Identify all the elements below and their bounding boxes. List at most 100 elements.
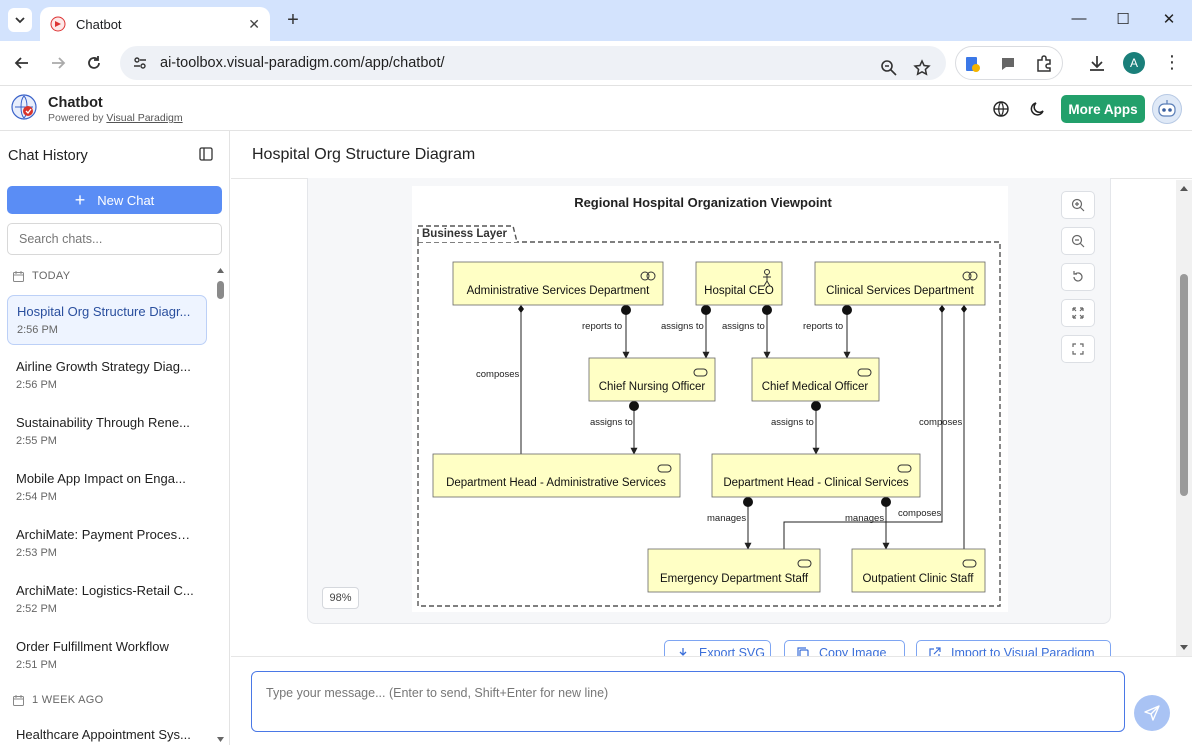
group-tab bbox=[417, 225, 518, 243]
node-ceo[interactable]: Hospital CEO bbox=[695, 261, 783, 306]
chat-time: 2:52 PM bbox=[16, 603, 57, 615]
visual-paradigm-link[interactable]: Visual Paradigm bbox=[106, 112, 183, 124]
app-logo-icon bbox=[11, 94, 37, 120]
new-tab-button[interactable]: + bbox=[287, 9, 299, 31]
language-globe-icon[interactable] bbox=[992, 100, 1010, 118]
edge-endpoints bbox=[518, 305, 967, 507]
address-bar[interactable]: ai-toolbox.visual-paradigm.com/app/chatb… bbox=[120, 46, 946, 80]
main-scrollbar[interactable] bbox=[1176, 180, 1192, 656]
send-button[interactable] bbox=[1134, 695, 1170, 731]
send-icon bbox=[1144, 705, 1160, 721]
site-settings-icon[interactable] bbox=[132, 55, 148, 71]
sidebar-toggle-icon[interactable] bbox=[199, 147, 213, 161]
fullscreen-button[interactable] bbox=[1061, 335, 1095, 363]
back-icon[interactable] bbox=[11, 52, 33, 74]
diagram-edges bbox=[520, 310, 965, 550]
node-label: Chief Medical Officer bbox=[762, 381, 869, 393]
sidebar-scrollbar[interactable] bbox=[216, 267, 225, 743]
collaboration-icon bbox=[640, 271, 656, 281]
powered-by: Powered by Visual Paradigm bbox=[48, 112, 183, 124]
bot-avatar[interactable] bbox=[1152, 94, 1182, 124]
chevron-down-icon bbox=[15, 17, 25, 24]
more-apps-button[interactable]: More Apps bbox=[1061, 95, 1145, 123]
extension-chat-icon[interactable] bbox=[1000, 56, 1016, 72]
node-er[interactable]: Emergency Department Staff bbox=[647, 548, 821, 593]
zoom-out-icon bbox=[1071, 234, 1085, 248]
chat-item-healthcare[interactable]: Healthcare Appointment Sys... bbox=[7, 719, 207, 745]
zoom-out-button[interactable] bbox=[1061, 227, 1095, 255]
node-label: Administrative Services Department bbox=[467, 285, 651, 297]
edge-label: composes bbox=[898, 508, 942, 519]
chat-title: Sustainability Through Rene... bbox=[16, 415, 190, 430]
node-admin[interactable]: Administrative Services Department bbox=[452, 261, 664, 306]
extensions-puzzle-icon[interactable] bbox=[1035, 55, 1053, 73]
reload-icon[interactable] bbox=[83, 52, 105, 74]
browser-menu-icon[interactable]: ⋮ bbox=[1163, 52, 1181, 72]
chat-title: Healthcare Appointment Sys... bbox=[16, 727, 191, 742]
search-chats-input[interactable] bbox=[7, 223, 222, 255]
chat-item-airline[interactable]: Airline Growth Strategy Diag...2:56 PM bbox=[7, 351, 207, 401]
chat-item-payment[interactable]: ArchiMate: Payment Process ...2:53 PM bbox=[7, 519, 207, 569]
reset-zoom-button[interactable] bbox=[1061, 263, 1095, 291]
chat-time: 2:53 PM bbox=[16, 547, 57, 559]
group-label: Business Layer bbox=[422, 228, 508, 240]
edge-diamond bbox=[939, 305, 945, 313]
new-chat-button[interactable]: +New Chat bbox=[7, 186, 222, 214]
extension-doc-icon[interactable] bbox=[963, 55, 981, 73]
node-label: Department Head - Administrative Service… bbox=[446, 477, 666, 489]
node-outpatient[interactable]: Outpatient Clinic Staff bbox=[851, 548, 986, 593]
zoom-icon[interactable] bbox=[880, 59, 898, 77]
forward-icon[interactable] bbox=[47, 52, 69, 74]
chat-time: 2:56 PM bbox=[16, 379, 57, 391]
node-dh-clinical[interactable]: Department Head - Clinical Services bbox=[711, 453, 921, 498]
tab-search-button[interactable] bbox=[8, 8, 32, 32]
chat-item-sustainability[interactable]: Sustainability Through Rene...2:55 PM bbox=[7, 407, 207, 457]
node-cmo[interactable]: Chief Medical Officer bbox=[751, 357, 880, 402]
fit-view-button[interactable] bbox=[1061, 299, 1095, 327]
chat-title: Order Fulfillment Workflow bbox=[16, 639, 169, 654]
node-label: Clinical Services Department bbox=[826, 285, 974, 297]
page-title: Hospital Org Structure Diagram bbox=[252, 146, 476, 163]
browser-tab[interactable]: Chatbot ✕ bbox=[40, 7, 270, 41]
maximize-icon[interactable]: ☐ bbox=[1116, 11, 1130, 28]
plus-icon: + bbox=[74, 189, 86, 210]
bookmark-star-icon[interactable] bbox=[913, 59, 931, 77]
edge-dot bbox=[842, 305, 852, 315]
zoom-in-icon bbox=[1071, 198, 1085, 212]
node-dh-admin[interactable]: Department Head - Administrative Service… bbox=[432, 453, 681, 498]
fullscreen-icon bbox=[1072, 343, 1084, 355]
edge-label: assigns to bbox=[590, 417, 633, 428]
role-icon bbox=[693, 368, 708, 377]
chat-history-sidebar: Chat History +New Chat TODAY Hospital Or… bbox=[0, 131, 230, 745]
minimize-icon[interactable]: — bbox=[1071, 10, 1087, 27]
edge-clinical-er bbox=[783, 312, 943, 549]
edge-label: assigns to bbox=[722, 321, 765, 332]
chat-item-logistics[interactable]: ArchiMate: Logistics-Retail C...2:52 PM bbox=[7, 575, 207, 625]
url-text: ai-toolbox.visual-paradigm.com/app/chatb… bbox=[160, 55, 445, 71]
message-input[interactable] bbox=[251, 671, 1125, 732]
visual-paradigm-favicon-icon bbox=[50, 16, 66, 32]
node-label: Hospital CEO bbox=[704, 285, 774, 297]
edge-diamond bbox=[961, 305, 967, 313]
node-cno[interactable]: Chief Nursing Officer bbox=[588, 357, 716, 402]
chat-item-mobile[interactable]: Mobile App Impact on Enga...2:54 PM bbox=[7, 463, 207, 513]
edge-label: manages bbox=[707, 513, 746, 524]
chat-item-hospital[interactable]: Hospital Org Structure Diagr... 2:56 PM bbox=[7, 295, 207, 345]
close-window-icon[interactable]: ✕ bbox=[1162, 11, 1176, 28]
role-icon bbox=[962, 559, 977, 568]
edge-label: reports to bbox=[582, 321, 622, 332]
chat-title: Hospital Org Structure Diagr... bbox=[17, 304, 191, 319]
tab-title: Chatbot bbox=[76, 16, 122, 32]
edge-diamond bbox=[518, 305, 524, 313]
close-tab-icon[interactable]: ✕ bbox=[248, 15, 260, 32]
dark-mode-moon-icon[interactable] bbox=[1029, 100, 1047, 118]
chat-time: 2:56 PM bbox=[17, 324, 58, 336]
zoom-in-button[interactable] bbox=[1061, 191, 1095, 219]
node-clinical[interactable]: Clinical Services Department bbox=[814, 261, 986, 306]
browser-tab-strip: Chatbot ✕ + — ☐ ✕ bbox=[0, 0, 1192, 41]
profile-avatar[interactable]: A bbox=[1123, 52, 1145, 74]
app-name: Chatbot bbox=[48, 95, 103, 111]
edge-label: composes bbox=[476, 369, 520, 380]
download-icon[interactable] bbox=[1088, 54, 1106, 72]
